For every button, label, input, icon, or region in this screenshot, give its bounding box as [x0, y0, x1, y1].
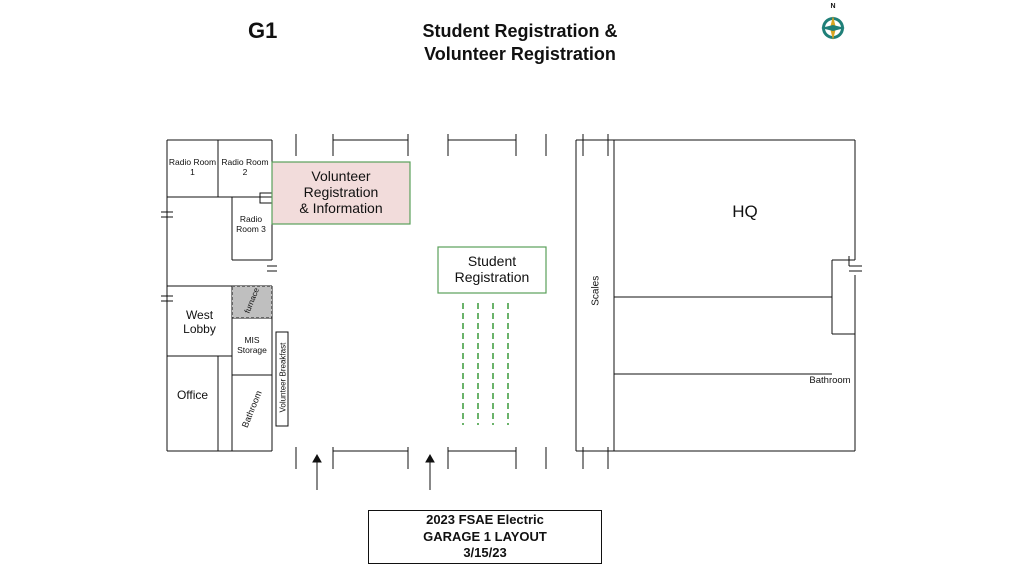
- compass-north-label: N: [830, 3, 836, 10]
- volunteer-breakfast-label: Volunteer Breakfast: [278, 342, 288, 413]
- mis-storage-label: MIS Storage: [237, 335, 267, 355]
- garage-code: G1: [248, 18, 278, 43]
- student-registration-box: [437, 246, 547, 294]
- hq-label: HQ: [732, 202, 758, 221]
- radio-room-3-label: Radio Room 3: [236, 214, 266, 234]
- student-queue-lines: [462, 303, 509, 425]
- footer-date: 3/15/23: [463, 545, 507, 561]
- entry-arrow-right: [425, 453, 435, 490]
- office-label: Office: [176, 388, 209, 402]
- student-registration-label: Student Registration: [454, 253, 530, 286]
- page-title: Student Registration & Volunteer Registr…: [422, 21, 618, 65]
- radio-room-1-label: Radio Room 1: [168, 157, 217, 177]
- west-lobby-label: West Lobby: [183, 308, 216, 336]
- bathroom-east-label: Bathroom: [809, 375, 851, 386]
- footer-event-name: 2023 FSAE Electric: [426, 511, 544, 527]
- scales-label: Scales: [590, 275, 602, 306]
- volunteer-registration-label: Volunteer Registration & Information: [299, 168, 383, 217]
- footer-layout-name: GARAGE 1 LAYOUT: [423, 528, 547, 544]
- furnace-area: [231, 285, 273, 319]
- volunteer-breakfast-table: [275, 331, 289, 427]
- compass-rose-icon: [821, 16, 845, 40]
- layout-title-block: 2023 FSAE Electric GARAGE 1 LAYOUT 3/15/…: [368, 510, 602, 564]
- entry-arrow-left: [312, 453, 322, 490]
- radio-room-2-label: Radio Room 2: [221, 157, 269, 177]
- volunteer-registration-box: [271, 161, 411, 225]
